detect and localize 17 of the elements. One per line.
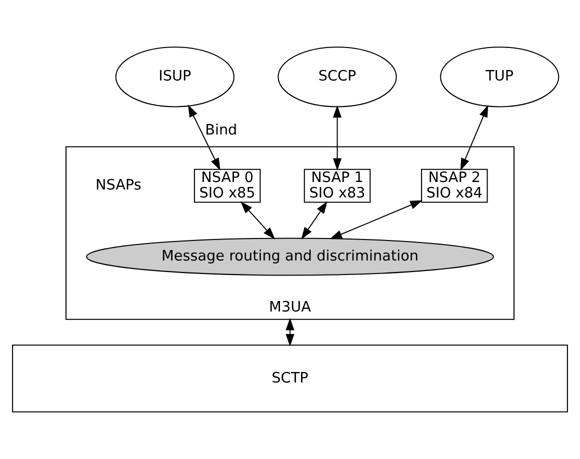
- node-ellipse: SCCP: [278, 46, 397, 108]
- arrow: [188, 104, 220, 171]
- node-box: SCTP: [12, 344, 568, 412]
- node-box: NSAP 2 SIO x84: [421, 168, 488, 203]
- arrow: [301, 201, 328, 240]
- arrow: [332, 105, 342, 171]
- arrow: [330, 200, 423, 240]
- node-ellipse: Message routing and discrimination: [86, 238, 494, 276]
- node-ellipse: TUP: [440, 46, 560, 108]
- arrow: [460, 104, 488, 171]
- node-box: NSAP 1 SIO x83: [304, 168, 371, 203]
- node-box: NSAP 0 SIO x85: [194, 168, 261, 203]
- edge-label: Bind: [205, 122, 238, 139]
- label: NSAPs: [95, 178, 142, 194]
- node-ellipse: ISUP: [115, 46, 235, 108]
- arrow: [286, 318, 294, 346]
- arrow: [240, 201, 276, 240]
